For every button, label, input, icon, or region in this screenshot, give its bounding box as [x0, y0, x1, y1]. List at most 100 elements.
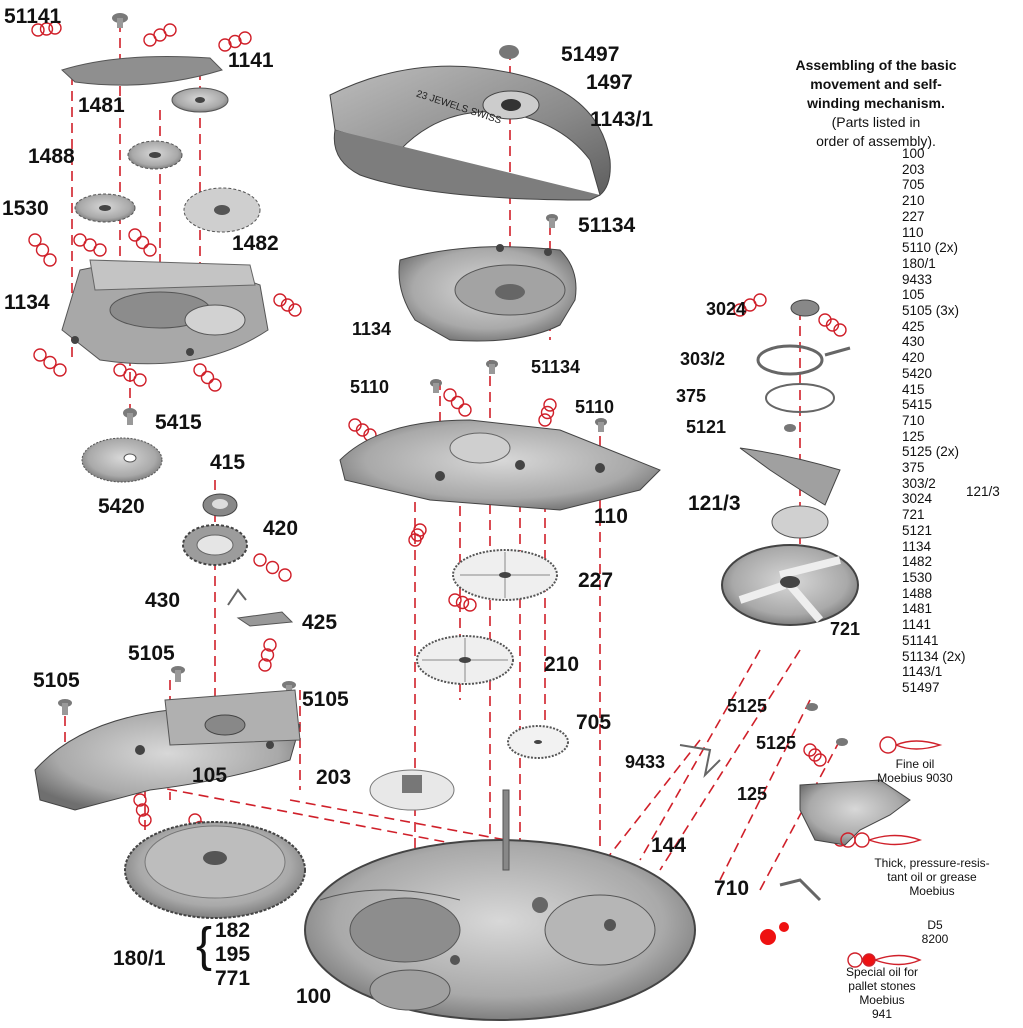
label-1134-center: 1134 [352, 319, 392, 339]
label-51141: 51141 [4, 5, 62, 28]
label-375: 375 [676, 386, 707, 406]
oil-point-circle [813, 753, 827, 767]
part-375-spring [765, 383, 835, 413]
part-227-wheel [452, 549, 558, 601]
part-430-spring [227, 588, 247, 606]
oil-point-circle [408, 533, 422, 547]
part-3024-screw [790, 299, 820, 317]
title-line-5: order of assembly). [816, 133, 936, 149]
assembly-order-item: 1134 [902, 538, 932, 554]
label-5110-b: 5110 [575, 397, 615, 417]
legend-thick-oil-line-3: Moebius [909, 884, 955, 898]
label-5125-b: 5125 [756, 733, 797, 753]
oil-point-circle [808, 748, 822, 762]
oil-point-circle [455, 595, 470, 610]
part-51497-screw [499, 45, 519, 59]
part-721-rotor-bearing [721, 544, 859, 626]
oil-point-circle [133, 373, 147, 387]
assembly-order-item: 425 [902, 318, 925, 334]
oil-point-circle [260, 648, 275, 662]
label-105: 105 [192, 764, 228, 787]
part-125-bridge [799, 779, 911, 846]
assembly-order-item: 710 [902, 412, 925, 428]
assembly-order-item: 125 [902, 428, 925, 444]
label-182: 182 [215, 919, 251, 942]
label-51134-b: 51134 [531, 357, 581, 377]
part-1482-wheel [183, 187, 261, 233]
oil-point-circle [35, 243, 50, 257]
oil-point-circle [355, 423, 370, 437]
label-5420: 5420 [98, 495, 145, 518]
legend-special-oil-line-4: 941 [871, 1007, 893, 1021]
part-203-wheel [369, 769, 455, 811]
label-303: 303/2 [680, 349, 726, 369]
oil-point-circle [263, 638, 277, 652]
assembly-order-item: 420 [902, 350, 925, 366]
title-line-1: Assembling of the basic [795, 57, 957, 73]
part-210-wheel [416, 635, 514, 685]
part-5125-screws [806, 703, 848, 746]
label-430: 430 [145, 589, 181, 612]
oil-point-circle [825, 318, 840, 332]
part-5110-screws [430, 379, 607, 432]
label-180: 180/1 [113, 947, 166, 970]
label-144: 144 [651, 834, 687, 857]
pallet-oil-dot [760, 929, 776, 945]
oil-point-circle [93, 243, 107, 257]
oil-point-circle [43, 253, 57, 267]
label-1488: 1488 [28, 145, 75, 168]
oil-point-circle [33, 348, 47, 362]
label-1497: 1497 [586, 71, 633, 94]
label-705: 705 [576, 711, 612, 734]
label-5105-c: 5105 [302, 688, 349, 711]
part-1141-bridge [61, 56, 223, 86]
oil-point-circle [253, 553, 267, 567]
oil-point-circle [163, 23, 177, 37]
label-721: 721 [830, 619, 861, 639]
legend-d5-line-1: D5 [927, 918, 943, 932]
assembly-order-item: 5420 [902, 365, 933, 381]
oil-point-circle [138, 813, 152, 827]
label-415: 415 [210, 451, 246, 474]
pallet-oil-dot-2 [779, 922, 789, 932]
part-110-train-bridge [339, 419, 661, 511]
oil-point-circle [135, 235, 150, 250]
part-51134-screw-b [486, 360, 498, 374]
assembly-order-item: 1481 [902, 601, 933, 617]
oil-point-circle [833, 323, 847, 337]
assembly-order-item: 180/1 [902, 255, 936, 271]
assembly-order-item: 430 [902, 334, 925, 350]
label-100: 100 [296, 985, 332, 1008]
assembly-order-item: 9433 [902, 271, 933, 287]
label-5105-b: 5105 [33, 669, 80, 692]
assembly-order-item: 51134 (2x) [902, 648, 966, 664]
assembly-order-item: 5121 [902, 522, 933, 538]
assembly-title: Assembling of the basic movement and sel… [740, 56, 1012, 151]
part-5420-core [202, 493, 238, 517]
label-1482: 1482 [232, 232, 279, 255]
assembly-order-item: 5110 (2x) [902, 240, 959, 256]
assembly-order-item: 1530 [902, 569, 933, 585]
assembly-order-item: 1141 [902, 617, 932, 633]
label-1141: 1141 [228, 49, 274, 72]
oil-point-circle [43, 355, 57, 370]
legend-thick-oil: Thick, pressure-resis- tant oil or greas… [846, 856, 1018, 898]
part-100-main-plate [304, 839, 696, 1021]
part-415-crown-wheel [81, 437, 163, 483]
legend-d5: D5 8200 [910, 918, 960, 946]
part-1481-wheel [171, 87, 229, 113]
oil-point-circle [753, 293, 767, 307]
oil-point-circle [258, 658, 272, 672]
legend-fine-oil-line-2: Moebius 9030 [877, 771, 953, 785]
label-425: 425 [302, 611, 338, 634]
label-210: 210 [544, 653, 580, 676]
title-line-3: winding mechanism. [807, 95, 945, 111]
oil-point-circle [28, 233, 42, 247]
part-5121-screw [784, 424, 796, 432]
oil-point-circle [803, 743, 817, 757]
assembly-order-item: 5105 (3x) [902, 303, 960, 319]
assembly-order-item: 705 [902, 177, 925, 193]
assembly-order-item: 100 [902, 146, 925, 161]
